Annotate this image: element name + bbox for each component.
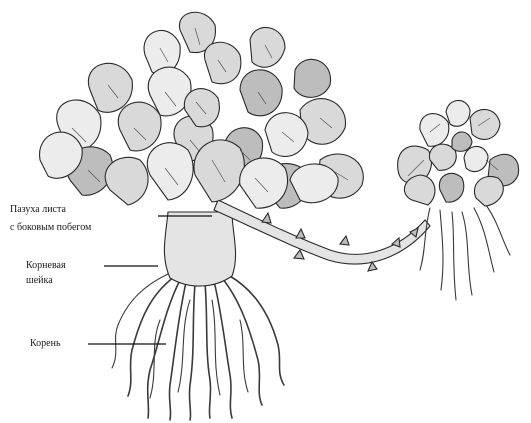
main-roots [112,274,284,420]
offset-rosette [398,100,519,206]
main-rosette [40,12,364,208]
lateral-shoot-stolon [214,200,430,264]
axil-label-line1: Пазуха листа [10,204,66,216]
root-neck [164,212,235,286]
root-label: Корень [30,338,61,350]
offset-roots [420,205,510,300]
root-neck-label-line1: Корневая [26,260,66,272]
axil-label-line2: с боковым побегом [10,222,91,234]
root-neck-label-line2: шейка [26,275,53,287]
